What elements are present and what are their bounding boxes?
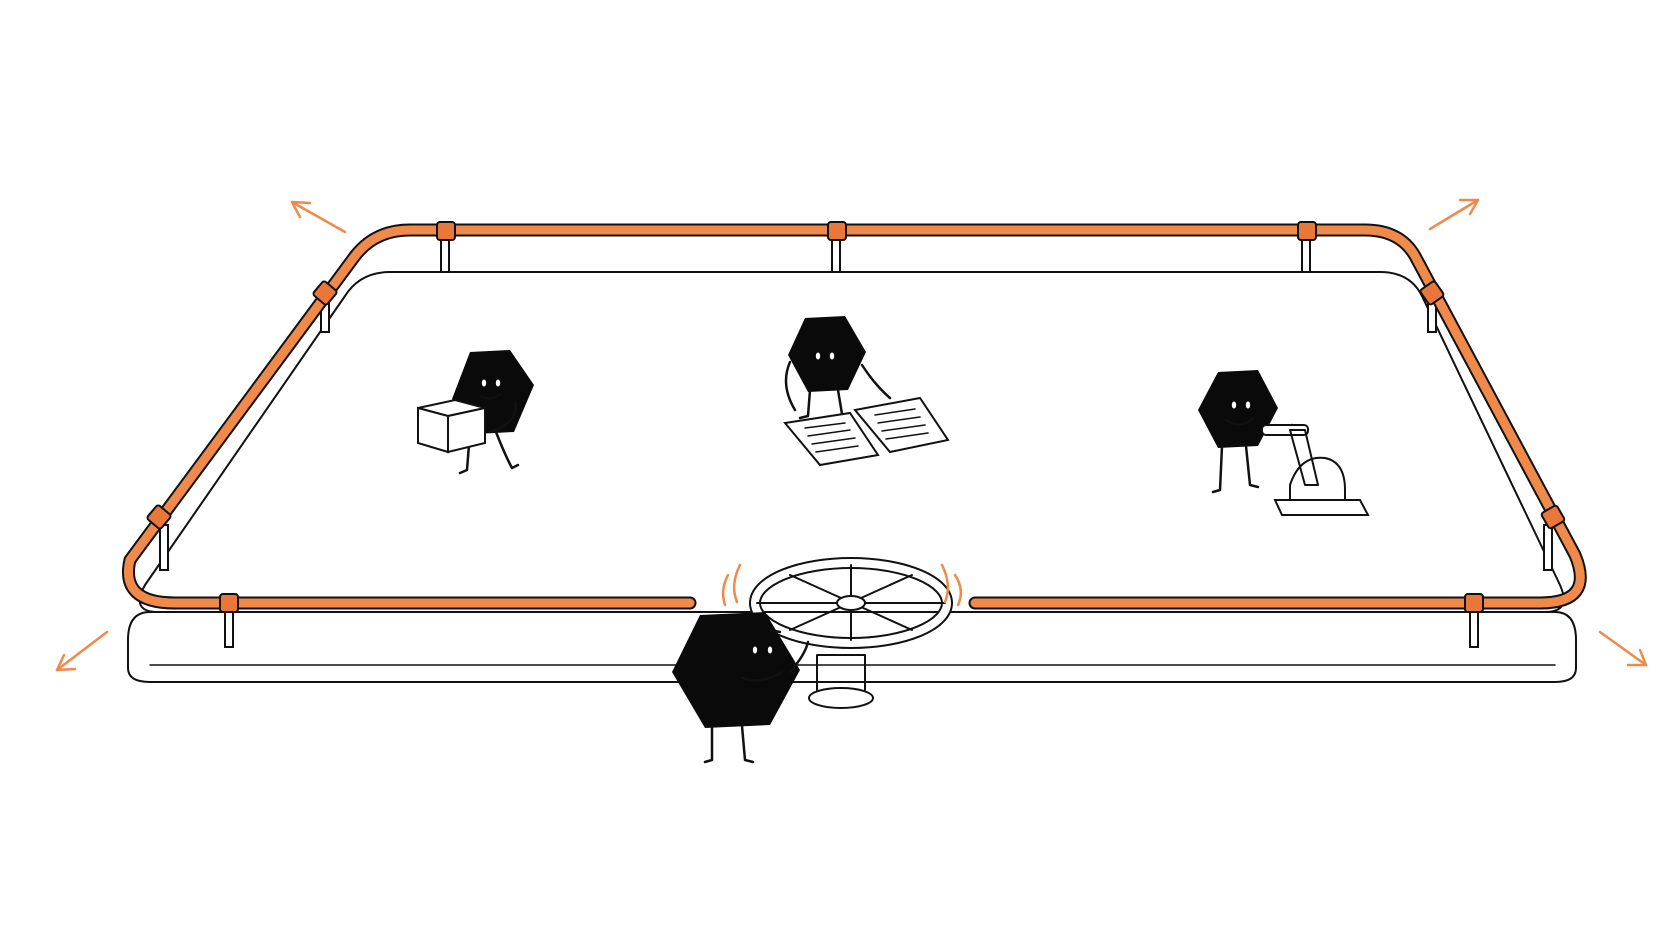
rail-post — [224, 611, 234, 648]
rail-clamp — [1419, 280, 1445, 306]
platform — [127, 271, 1577, 683]
expand-arrow-bottom-left-icon — [55, 630, 109, 672]
rail-post — [1301, 235, 1311, 273]
motion-line-icon — [940, 563, 950, 604]
rail-clamp — [219, 593, 239, 613]
rail-clamp — [1464, 593, 1484, 613]
rail-post — [1469, 611, 1479, 648]
character-turning-wheel — [672, 557, 963, 764]
rail-clamp — [312, 280, 338, 306]
rail-clamp — [1540, 504, 1566, 530]
hexagon-character — [1198, 370, 1278, 448]
rail-post — [440, 235, 450, 273]
rail-clamp — [146, 504, 172, 530]
character-pulling-lever — [1198, 370, 1370, 516]
steering-wheel-icon — [749, 557, 953, 709]
document-left-icon — [783, 411, 880, 467]
document-right-icon — [853, 396, 950, 454]
motion-line-icon — [953, 573, 963, 607]
hexagon-character — [788, 316, 866, 392]
expand-arrow-bottom-right-icon — [1598, 630, 1648, 667]
rail-clamp — [436, 221, 456, 241]
hexagon-character — [672, 612, 800, 728]
motion-line-icon — [732, 563, 742, 604]
rail-clamps — [146, 221, 1566, 613]
expand-arrow-top-left-icon — [290, 200, 347, 234]
rail-post — [831, 235, 841, 273]
rail-post — [1543, 524, 1553, 571]
lever-icon — [1261, 424, 1370, 516]
character-carrying-box — [417, 350, 534, 475]
box-icon — [417, 398, 486, 454]
expand-arrow-top-right-icon — [1428, 198, 1480, 231]
motion-line-icon — [721, 573, 730, 607]
character-reading-papers — [783, 316, 950, 467]
guard-rail — [122, 223, 1587, 610]
rail-clamp — [827, 221, 847, 241]
rail-post — [159, 524, 169, 571]
rail-clamp — [1297, 221, 1317, 241]
